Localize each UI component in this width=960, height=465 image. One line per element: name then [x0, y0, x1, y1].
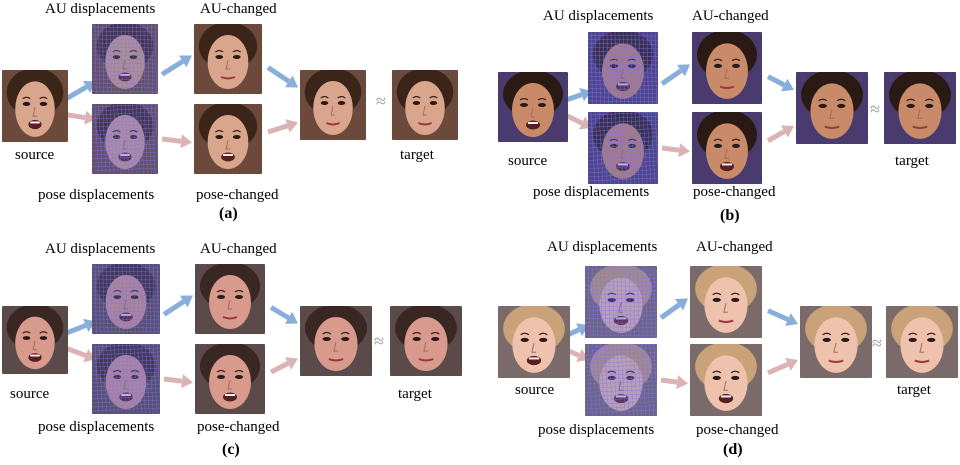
panel-b-result-image — [796, 72, 868, 144]
panel-a-au-changed-label: AU-changed — [200, 1, 277, 17]
panel-b-arrow-pose-changed — [661, 143, 690, 158]
panel-d-arrow-pose-changed — [660, 375, 688, 390]
panel-d-result-image — [800, 306, 872, 378]
panel-a-pose-displacements-label: pose displacements — [38, 187, 155, 203]
panel-b-pose-displacements-label: pose displacements — [533, 184, 650, 200]
panel-c-source-image — [2, 306, 68, 374]
panel-c-pose-changed-label: pose-changed — [197, 419, 280, 435]
panel-d-arrow-pose-result — [767, 357, 798, 376]
panel-a-pose-changed-image — [194, 104, 262, 174]
panel-d-source-label: source — [515, 382, 555, 398]
panel-b-pose-changed-label: pose-changed — [693, 184, 776, 200]
panel-c-caption: (c) — [222, 441, 240, 458]
panel-b-caption: (b) — [720, 207, 740, 224]
panel-a-arrow-pose-result — [267, 119, 298, 135]
panel-c-source-label: source — [10, 386, 50, 402]
panel-b-source-label: source — [508, 153, 548, 169]
panel-b-au-changed-image — [692, 32, 762, 104]
panel-d-caption: (d) — [723, 441, 743, 458]
panel-a-caption: (a) — [219, 205, 238, 222]
panel-c-au-changed-image — [195, 264, 265, 334]
panel-c-au-displacements-label: AU displacements — [45, 241, 156, 257]
panel-c-au-changed-label: AU-changed — [200, 241, 277, 257]
panel-a-arrow-au-changed — [160, 55, 192, 77]
panel-b-target-image — [884, 72, 956, 144]
panel-d-arrow-au-changed — [659, 298, 688, 320]
panel-a-pose-displacement-image — [92, 104, 158, 174]
panel-a-au-changed-image — [194, 24, 262, 94]
panel-b-arrow-au-result — [766, 74, 794, 92]
panel-d-pose-displacements-label: pose displacements — [538, 422, 655, 438]
panel-b-arrow-au-changed — [660, 64, 690, 86]
panel-a-source-label: source — [15, 147, 55, 163]
panel-b-source-image — [498, 72, 568, 142]
panel-a-approx-sign: ≈ — [376, 91, 386, 111]
panel-a-au-displacement-image — [92, 24, 158, 94]
panel-b-au-changed-label: AU-changed — [692, 8, 769, 24]
panel-b-approx-sign: ≈ — [870, 99, 880, 119]
panel-a-au-displacements-label: AU displacements — [45, 1, 156, 17]
panel-b-au-displacement-image — [588, 32, 658, 104]
panel-c-arrow-au-changed — [162, 295, 193, 317]
panel-c-pose-changed-image — [195, 344, 265, 414]
panel-a-arrow-au-result — [266, 65, 298, 88]
panel-b-target-label: target — [895, 153, 929, 169]
panel-d-au-changed-image — [690, 266, 762, 338]
panel-b-pose-displacement-image — [588, 112, 658, 184]
panel-b-arrow-pose-result — [766, 125, 794, 143]
panel-d-pose-changed-label: pose-changed — [696, 422, 779, 438]
panel-d-pose-displacement-image — [585, 344, 657, 416]
panel-c-approx-sign: ≈ — [374, 331, 384, 351]
panel-c-target-label: target — [398, 386, 432, 402]
panel-c-pose-displacement-image — [92, 344, 160, 414]
panel-c-pose-displacements-label: pose displacements — [38, 419, 155, 435]
panel-a-result-image — [300, 70, 366, 140]
panel-d-target-image — [886, 306, 958, 378]
panel-d-pose-changed-image — [690, 344, 762, 416]
panel-d-approx-sign: ≈ — [872, 333, 882, 353]
panel-d-arrow-au-result — [766, 308, 798, 326]
panel-c-target-image — [390, 306, 462, 376]
panel-c-arrow-au-result — [269, 305, 298, 324]
panel-a-arrow-pose-changed — [161, 134, 192, 149]
panel-c-arrow-pose-result — [269, 357, 298, 375]
panel-d-au-displacement-image — [585, 266, 657, 338]
panel-c-result-image — [300, 306, 372, 376]
panel-d-au-displacements-label: AU displacements — [547, 239, 658, 255]
panel-a-target-label: target — [400, 147, 434, 163]
panel-a-source-image — [2, 70, 68, 142]
panel-b-au-displacements-label: AU displacements — [543, 8, 654, 24]
panel-d-au-changed-label: AU-changed — [696, 239, 773, 255]
panel-b-pose-changed-image — [692, 112, 762, 184]
panel-c-au-displacement-image — [92, 264, 160, 334]
panel-a-pose-changed-label: pose-changed — [196, 187, 279, 203]
panel-d-target-label: target — [897, 382, 931, 398]
panel-c-arrow-pose-changed — [163, 374, 193, 389]
panel-a-target-image — [392, 70, 458, 140]
panel-d-source-image — [498, 306, 570, 378]
